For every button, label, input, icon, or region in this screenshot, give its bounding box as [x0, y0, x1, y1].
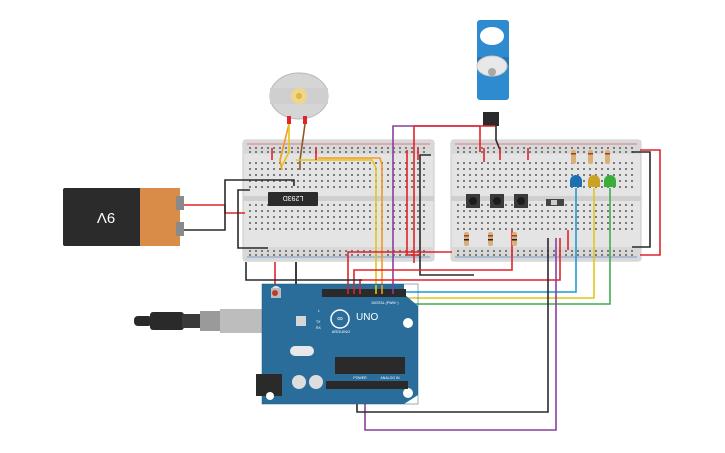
- led-green[interactable]: [604, 175, 616, 187]
- tx-label: TX: [316, 320, 321, 324]
- motor-driver-ic[interactable]: L293D: [268, 192, 318, 206]
- arduino-logo-icon: [330, 309, 350, 329]
- push-button-2[interactable]: [490, 194, 504, 208]
- analog-header: [326, 381, 408, 389]
- battery-label: 9V: [97, 209, 115, 226]
- digital-header-label: DIGITAL (PWM~): [371, 301, 398, 305]
- mount-hole: [403, 318, 413, 328]
- push-button-3[interactable]: [514, 194, 528, 208]
- usb-cable[interactable]: [134, 309, 272, 333]
- slide-switch[interactable]: [546, 199, 564, 206]
- power-header-label: POWER: [353, 376, 367, 380]
- mount-hole: [266, 392, 274, 400]
- arduino-uno[interactable]: ∞ UNO ARDUINO DIGITAL (PWM~) POWER ANALO…: [256, 283, 419, 405]
- servo-connector: [483, 112, 499, 126]
- servo-motor[interactable]: [476, 20, 509, 126]
- breadboard-right-holes: [457, 147, 633, 256]
- battery-terminal-positive: [176, 196, 184, 210]
- rx-label: RX: [316, 326, 322, 330]
- battery-terminal-negative: [176, 222, 184, 236]
- crystal: [290, 346, 314, 356]
- capacitor: [292, 375, 306, 389]
- breadboard-left[interactable]: [242, 139, 435, 262]
- ic-label: L293D: [283, 194, 304, 201]
- push-button-1[interactable]: [466, 194, 480, 208]
- atmega-chip: [335, 357, 405, 374]
- wires: [184, 123, 661, 431]
- arduino-brand: ARDUINO: [332, 329, 350, 334]
- ic-small: [296, 316, 306, 326]
- resistor-4: [571, 150, 576, 164]
- digital-pin-wires: [347, 285, 394, 294]
- resistor-6: [605, 150, 610, 164]
- arduino-logo-symbol: ∞: [337, 314, 343, 323]
- power-jack: [256, 374, 282, 396]
- analog-header-label: ANALOG IN: [380, 376, 400, 380]
- led-blue[interactable]: [570, 175, 582, 187]
- resistor-3: [512, 232, 517, 246]
- battery-9v[interactable]: 9V: [63, 188, 184, 246]
- digital-header: [322, 289, 406, 297]
- resistor-1: [464, 232, 469, 246]
- led-l-label: L: [318, 309, 320, 313]
- resistor-2: [488, 232, 493, 246]
- resistor-5: [588, 150, 593, 164]
- led-yellow[interactable]: [588, 175, 600, 187]
- mount-hole: [403, 388, 413, 398]
- dc-motor[interactable]: [269, 72, 329, 124]
- arduino-model: UNO: [356, 312, 378, 323]
- capacitor: [309, 375, 323, 389]
